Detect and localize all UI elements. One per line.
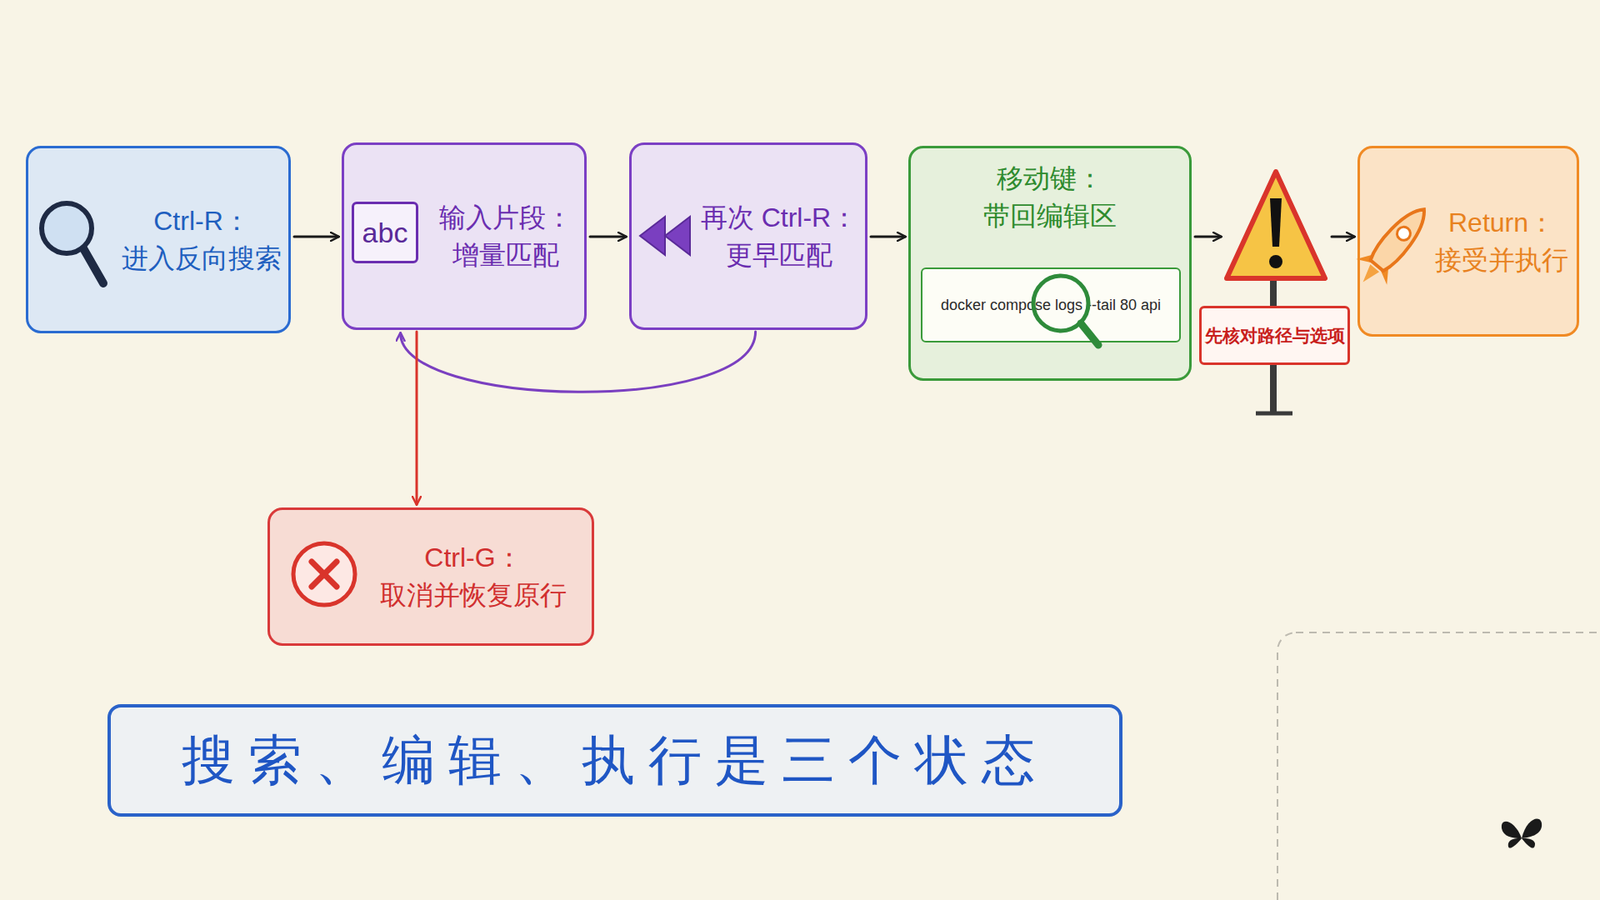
cancel-circle: [293, 543, 355, 605]
search-icon: [41, 203, 104, 284]
flow-arrow: [400, 331, 756, 392]
sign-base: [1255, 411, 1293, 416]
command-text: docker compose logs --tail 80 api: [940, 296, 1161, 315]
node-heading: 输入片段：: [439, 199, 573, 237]
logo-wing: [1508, 838, 1522, 849]
rewind-triangle: [665, 216, 690, 255]
rocket-fin: [1376, 263, 1398, 285]
warning-note: 先核对路径与选项: [1199, 305, 1350, 365]
node-heading: Ctrl-R：: [153, 202, 250, 240]
rocket-window: [1394, 224, 1414, 244]
node-body: 带回编辑区: [983, 197, 1117, 235]
rocket-flame: [1358, 264, 1380, 286]
magnifier-lens: [41, 203, 92, 254]
logo-wing: [1521, 838, 1535, 849]
process-box: Return：接受并执行: [1357, 145, 1580, 337]
warning-sign: 先核对路径与选项: [1224, 168, 1329, 282]
command-box: docker compose logs --tail 80 api: [920, 267, 1181, 343]
process-box: Ctrl-G：取消并恢复原行: [267, 507, 595, 646]
process-box: 再次 Ctrl-R：更早匹配: [629, 142, 868, 330]
node-heading: Return：: [1448, 204, 1555, 242]
rocket-body: [1367, 201, 1435, 275]
flow-arrow: [1331, 235, 1355, 239]
rocket-fin: [1355, 246, 1377, 269]
magnifier-lens: [1033, 275, 1089, 331]
magnifier-handle: [1080, 323, 1099, 345]
flow-arrow: [590, 235, 626, 239]
node-body: 进入反向搜索: [121, 240, 282, 278]
flow-arrow: [294, 235, 339, 239]
node-heading: 移动键：: [996, 160, 1104, 198]
flow-arrow: [415, 331, 419, 505]
process-box: 移动键：带回编辑区 docker compose logs --tail 80 a…: [908, 145, 1192, 381]
exclamation-bar: [1270, 198, 1282, 247]
butterfly-logo: [1501, 819, 1542, 849]
node-body: 增量匹配: [452, 236, 560, 275]
warning-triangle: [1224, 168, 1329, 282]
highlight-magnifier: [1033, 275, 1099, 345]
caption-text: 搜索、编辑、执行是三个状态: [181, 724, 1049, 797]
magnifier-handle: [83, 248, 104, 284]
rewind-triangle: [640, 216, 665, 255]
dashed-frame: [1277, 632, 1600, 900]
cancel-cross: [311, 561, 337, 587]
node-body: 接受并执行: [1435, 241, 1569, 280]
triangle-outline: [1226, 171, 1325, 279]
flow-arrow: [1195, 235, 1221, 239]
icon-label: abc: [351, 201, 419, 264]
cancel-cross: [311, 561, 337, 587]
logo-wing: [1501, 821, 1522, 839]
rewind-icon: [640, 216, 690, 255]
node-heading: Ctrl-G：: [424, 539, 522, 577]
rocket-icon: [1347, 196, 1440, 295]
logo-wing: [1521, 819, 1542, 839]
node-body: 取消并恢复原行: [380, 576, 567, 615]
node-heading: 再次 Ctrl-R：: [700, 199, 858, 237]
flow-arrow: [870, 235, 905, 239]
node-body: 更早匹配: [725, 236, 833, 275]
process-box: Ctrl-R：进入反向搜索: [25, 145, 291, 334]
cancel-icon: [293, 543, 355, 605]
caption-banner: 搜索、编辑、执行是三个状态: [107, 704, 1123, 817]
exclamation-dot: [1269, 255, 1283, 269]
